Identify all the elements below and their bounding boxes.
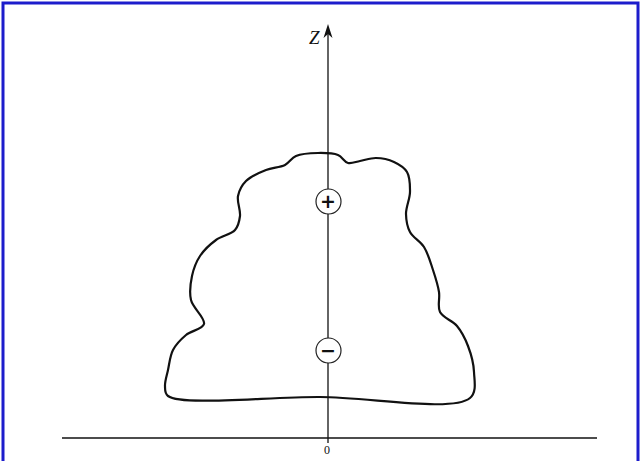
- z-axis: [327, 30, 328, 455]
- circle-shape: [316, 189, 341, 214]
- charge-circle: −: [315, 337, 342, 364]
- axis-arrowhead: [324, 24, 333, 38]
- frame-border: [3, 3, 638, 461]
- charge-circle: +: [315, 188, 342, 215]
- charge-sign: +: [320, 192, 336, 211]
- origin-label: 0: [324, 443, 330, 458]
- axis-label: Z: [309, 27, 320, 49]
- cloud-outline: [165, 153, 475, 404]
- ground-line: [62, 437, 597, 438]
- circle-shape: [316, 338, 341, 363]
- cloud-layer: [165, 153, 475, 404]
- charge-sign: −: [320, 341, 336, 360]
